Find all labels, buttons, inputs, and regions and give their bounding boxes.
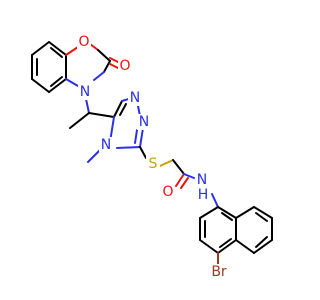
ketone-oxygen-label: O — [119, 58, 130, 74]
bond — [211, 193, 219, 208]
bond — [159, 159, 174, 167]
bond — [119, 103, 127, 116]
sulfur-label: S — [149, 156, 158, 172]
bond — [180, 177, 189, 189]
bond — [235, 239, 255, 254]
bond — [48, 78, 67, 93]
oxazinone-ring — [65, 43, 119, 87]
bromine-label: Br — [211, 264, 227, 280]
bond — [109, 63, 119, 69]
bond — [113, 100, 123, 118]
ethyl-linker — [69, 98, 115, 129]
triazole-nitrogen-right-label: N — [139, 114, 149, 130]
bond — [199, 206, 219, 219]
bond — [31, 78, 50, 93]
bond — [134, 129, 138, 144]
bond — [183, 173, 195, 179]
bond — [87, 149, 101, 163]
bond — [172, 159, 185, 175]
bond — [217, 206, 237, 219]
bond — [93, 71, 105, 81]
triazole-nitrogen-methyl-label: N — [101, 137, 111, 153]
bond — [253, 206, 273, 219]
bond — [50, 76, 63, 87]
amide-oxygen-label: O — [162, 184, 173, 200]
bond — [139, 146, 147, 159]
bond — [235, 206, 255, 219]
bond — [103, 60, 111, 73]
bond — [97, 49, 111, 62]
bond — [89, 43, 99, 51]
bond — [219, 238, 232, 248]
molecule-structure-diagram: O O N N N N S O N H Br — [31, 34, 273, 280]
bond — [255, 212, 268, 222]
amide-nitrogen-label: N — [197, 172, 207, 188]
thioacetamide-chain — [139, 146, 219, 208]
bond — [175, 173, 185, 187]
triazole-ring — [87, 97, 144, 163]
bond — [50, 47, 63, 58]
bond — [31, 41, 50, 56]
bond — [116, 146, 141, 149]
benzoxazine-benzene-ring — [31, 41, 67, 93]
bond — [199, 239, 219, 254]
bond — [139, 127, 144, 148]
oxygen-ring-label: O — [78, 34, 89, 50]
bond — [48, 41, 67, 56]
bond — [65, 46, 79, 56]
bond — [65, 78, 79, 87]
bond — [255, 236, 268, 248]
bond — [85, 98, 90, 114]
bond — [253, 239, 273, 254]
bond — [221, 212, 233, 221]
bond — [88, 112, 115, 118]
bond — [69, 112, 90, 129]
bond — [217, 239, 237, 254]
oxazine-nitrogen-label: N — [80, 84, 90, 100]
naphthalene-ring-system — [199, 206, 273, 265]
atom-labels: O O N N N N S O N H Br — [77, 34, 230, 280]
amide-hydrogen-label: H — [198, 187, 209, 203]
bond — [109, 57, 119, 63]
triazole-nitrogen-top-label: N — [130, 90, 140, 106]
